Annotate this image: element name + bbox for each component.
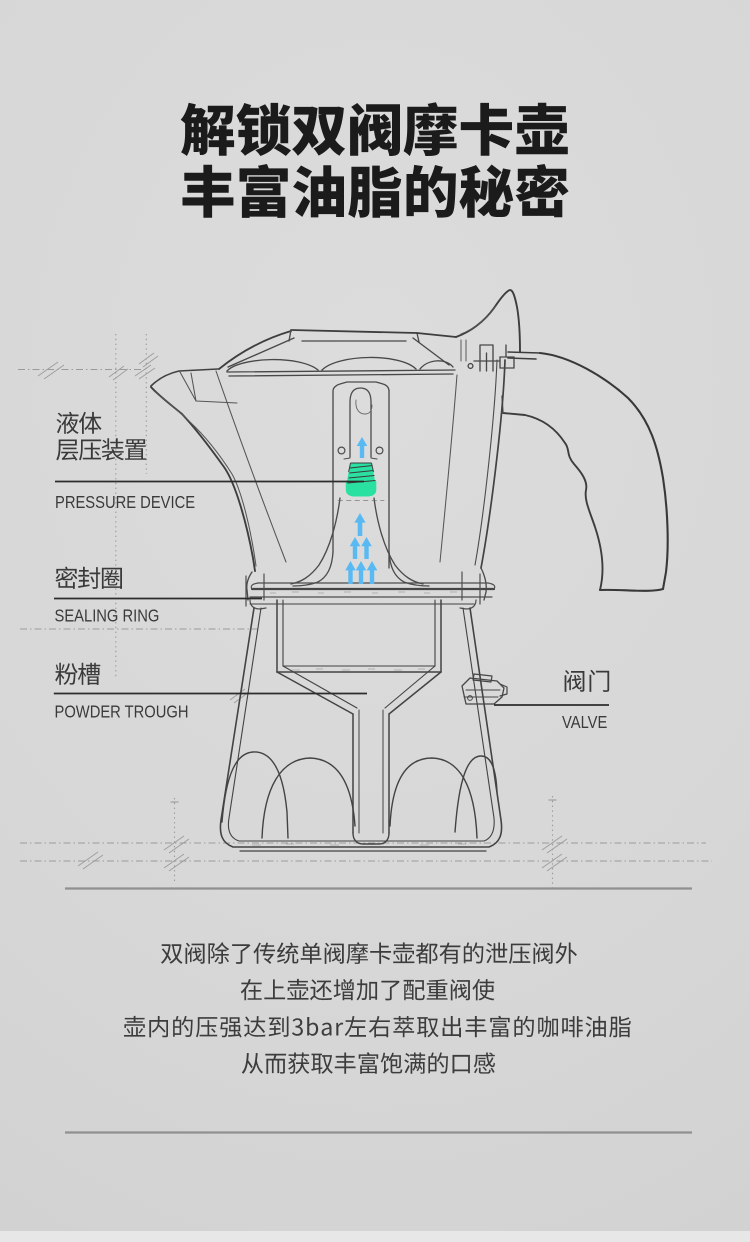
svg-text:VALVE: VALVE (562, 713, 607, 733)
svg-text:PRESSURE DEVICE: PRESSURE DEVICE (55, 493, 195, 513)
svg-text:SEALING RING: SEALING RING (55, 606, 160, 626)
svg-text:POWDER TROUGH: POWDER TROUGH (55, 702, 189, 722)
